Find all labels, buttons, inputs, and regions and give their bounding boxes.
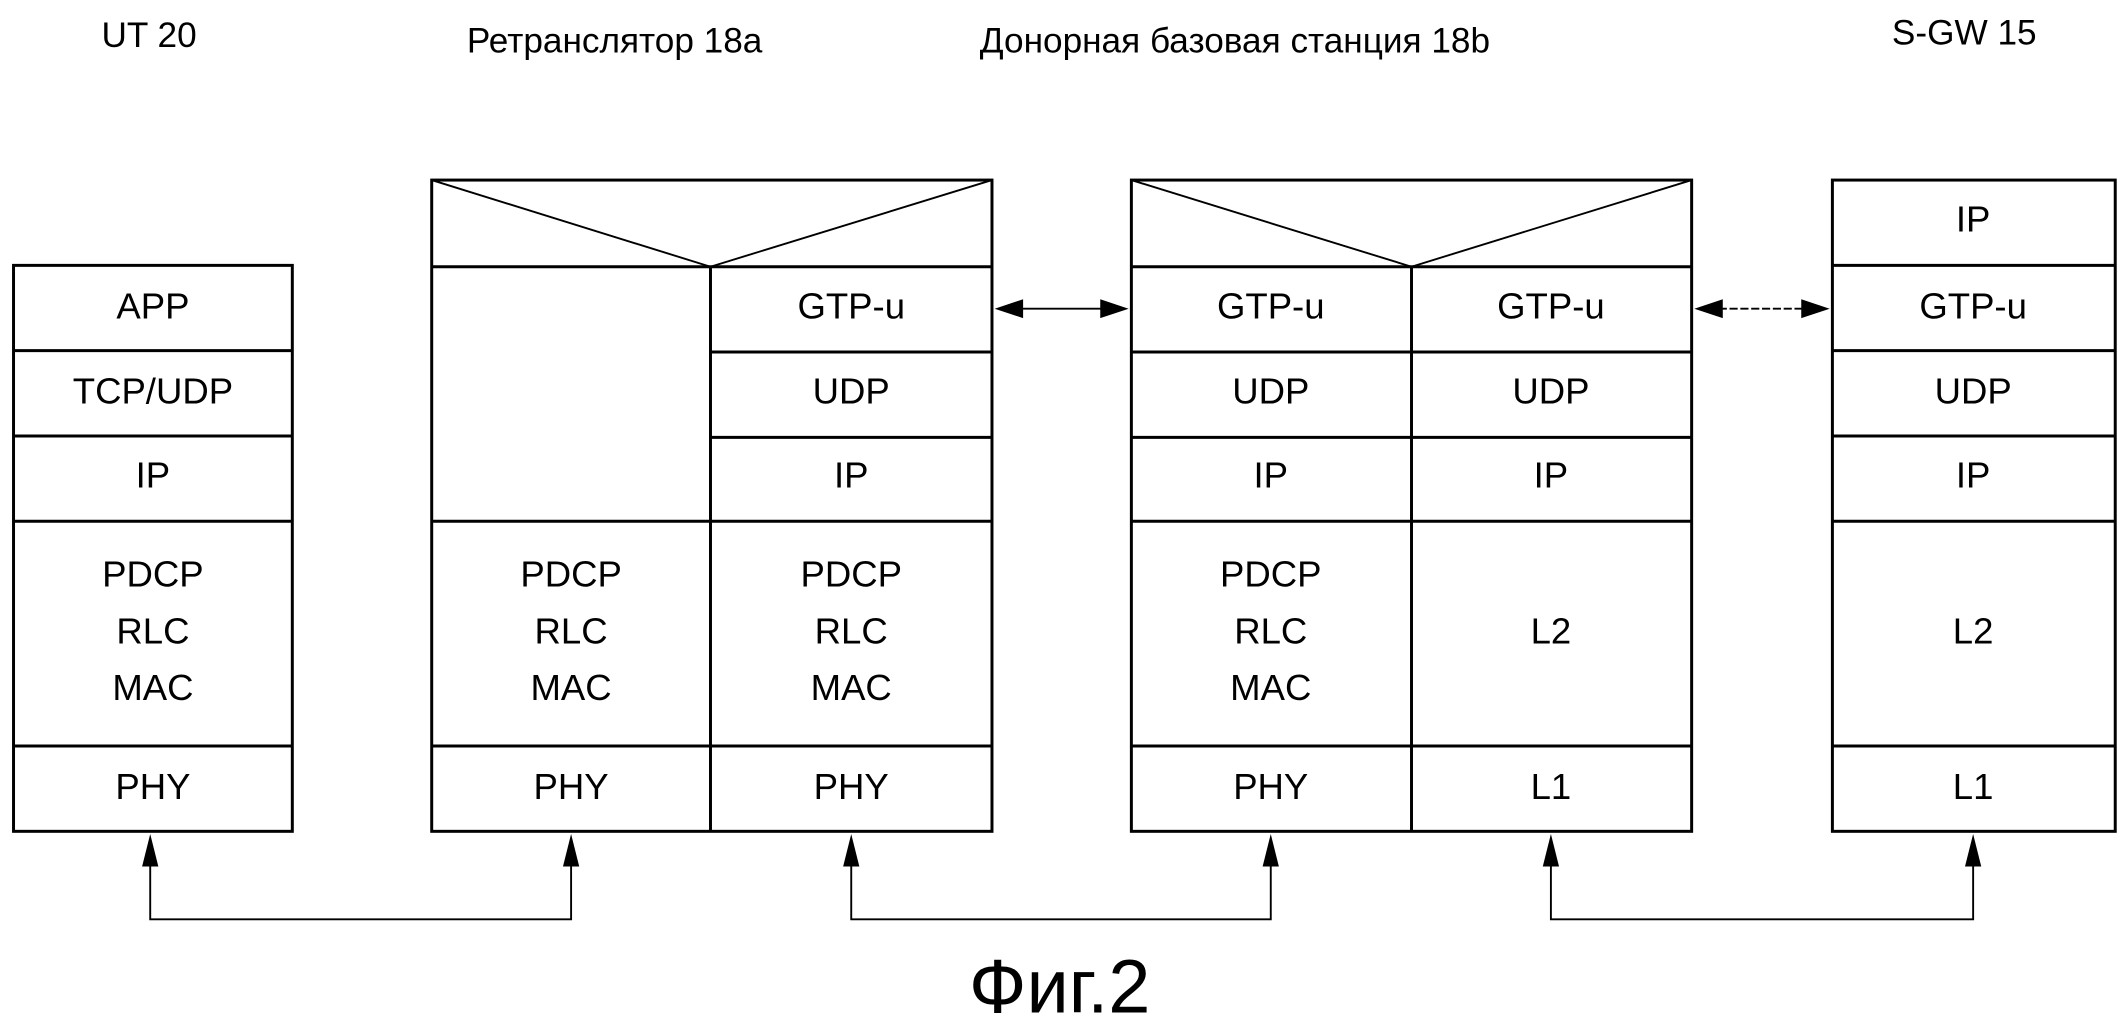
relay-right-gtp: GTP-u — [797, 285, 905, 326]
relay-right-mac: MAC — [811, 667, 892, 708]
arrowhead-up-icon — [1262, 834, 1279, 867]
arrowhead-up-icon — [562, 834, 580, 867]
relay-left-phy: PHY — [534, 766, 609, 807]
l1-link-donor-sgw — [1542, 834, 1982, 921]
sgw-stack: IP GTP-u UDP IP L2 L1 — [1830, 178, 2117, 833]
donor-left-udp: UDP — [1232, 371, 1309, 412]
donor-left-ip: IP — [1254, 455, 1289, 496]
relay-left-pdcp: PDCP — [520, 553, 621, 594]
arrowhead-up-icon — [142, 834, 159, 867]
sgw-layer-l2: L2 — [1953, 610, 1994, 651]
arrowhead-left-icon — [1694, 299, 1723, 319]
sgw-layer-ip: IP — [1956, 455, 1991, 496]
arrowhead-up-icon — [1542, 834, 1560, 867]
arrowhead-right-icon — [1801, 299, 1830, 319]
relay-header-diagonal-left — [431, 179, 711, 268]
arrowhead-left-icon — [994, 299, 1024, 319]
ut-stack: APP TCP/UDP IP PDCP RLC MAC PHY — [12, 263, 294, 833]
title-sgw: S-GW 15 — [1892, 13, 2037, 52]
sgw-layer-ip-top: IP — [1956, 199, 1991, 240]
donor-right-gtp: GTP-u — [1497, 285, 1605, 326]
donor-header-diagonal-right — [1411, 179, 1692, 268]
donor-left-mac: MAC — [1230, 667, 1311, 708]
donor-right-ip: IP — [1534, 455, 1569, 496]
arrowhead-up-icon — [1965, 834, 1982, 867]
title-ut: UT 20 — [101, 16, 196, 55]
arrowhead-right-icon — [1100, 299, 1129, 319]
relay-left-mac: MAC — [531, 667, 612, 708]
relay-left-rlc: RLC — [535, 610, 608, 651]
donor-left-rlc: RLC — [1234, 610, 1307, 651]
donor-stack: GTP-u GTP-u UDP UDP IP IP PDCP RLC MAC L… — [1129, 178, 1694, 833]
figure-caption: Фиг.2 — [969, 944, 1151, 1029]
donor-left-pdcp: PDCP — [1220, 553, 1321, 594]
relay-right-ip: IP — [834, 455, 869, 496]
ut-layer-rlc: RLC — [116, 610, 189, 651]
donor-header-diagonal-left — [1131, 179, 1412, 268]
phy-link-relay-donor — [843, 834, 1279, 921]
sgw-layer-l1: L1 — [1953, 766, 1994, 807]
title-relay: Ретранслятор 18a — [467, 22, 763, 61]
relay-right-udp: UDP — [813, 371, 890, 412]
donor-right-udp: UDP — [1512, 371, 1589, 412]
relay-right-phy: PHY — [814, 766, 889, 807]
sgw-layer-gtp: GTP-u — [1919, 285, 2027, 326]
title-donor: Донорная базовая станция 18b — [980, 22, 1490, 61]
relay-stack: GTP-u UDP IP PDCP RLC MAC PDCP RLC MAC P… — [430, 178, 994, 833]
ut-layer-mac: MAC — [112, 667, 193, 708]
ut-layer-phy: PHY — [115, 766, 190, 807]
ut-layer-pdcp: PDCP — [102, 553, 203, 594]
phy-link-ut-relay — [142, 834, 580, 921]
donor-left-gtp: GTP-u — [1217, 285, 1325, 326]
relay-right-rlc: RLC — [815, 610, 888, 651]
arrowhead-up-icon — [843, 834, 860, 867]
donor-left-phy: PHY — [1233, 766, 1308, 807]
gtp-peer-arrow-relay-donor — [994, 299, 1129, 319]
relay-header-diagonal-right — [710, 179, 993, 268]
ut-layer-tcpudp: TCP/UDP — [73, 371, 233, 412]
gtp-peer-arrow-donor-sgw — [1694, 299, 1830, 319]
relay-right-pdcp: PDCP — [800, 553, 901, 594]
donor-right-l2: L2 — [1531, 610, 1572, 651]
ut-layer-ip: IP — [136, 455, 171, 496]
sgw-layer-udp: UDP — [1935, 371, 2012, 412]
ut-layer-app: APP — [116, 285, 189, 326]
donor-right-l1: L1 — [1531, 766, 1572, 807]
